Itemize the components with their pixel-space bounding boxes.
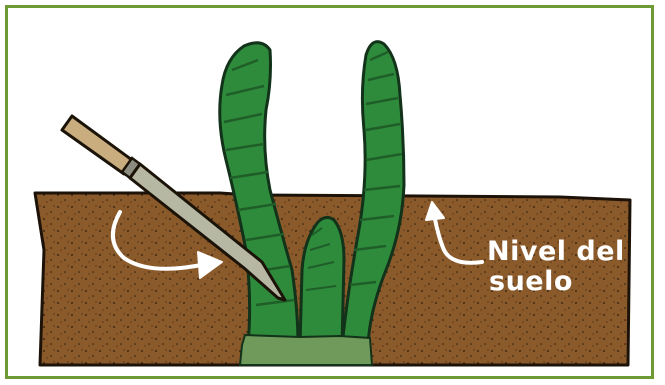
asparagus-crown: [240, 335, 372, 365]
ground-level-label-line2: suelo: [489, 266, 573, 298]
knife-handle: [62, 116, 132, 174]
ground-level-label-line1: Nivel del: [487, 236, 625, 268]
